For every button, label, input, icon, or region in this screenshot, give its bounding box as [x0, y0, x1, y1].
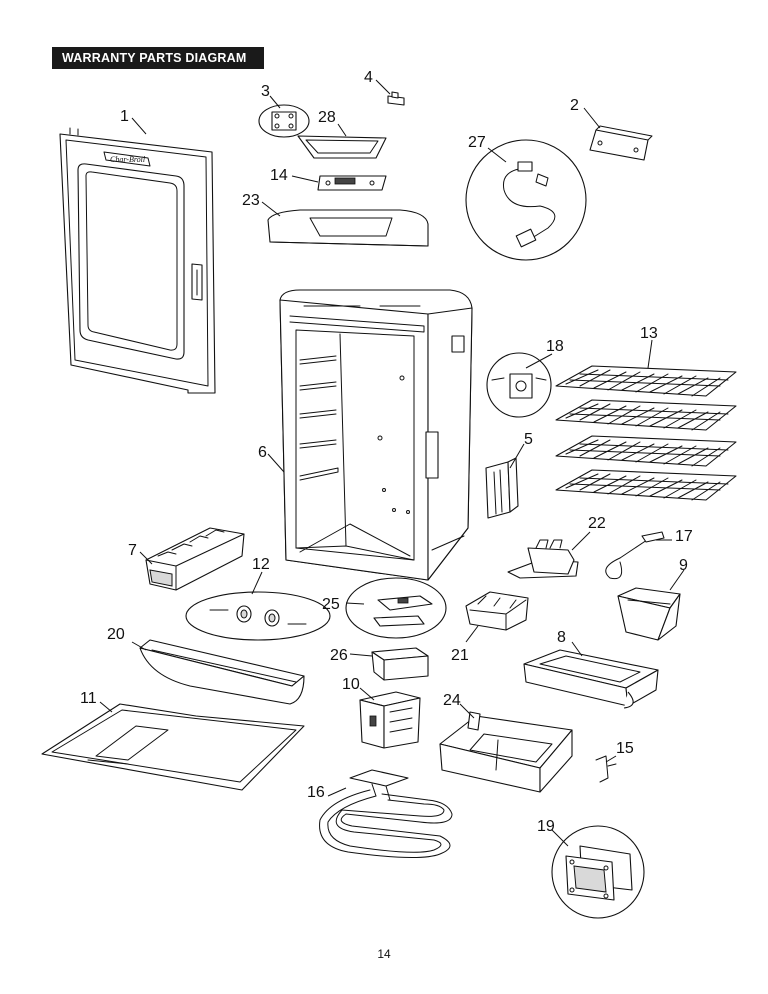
callout-9: 9 [679, 557, 688, 574]
part-15-hook [595, 755, 617, 783]
part-16-heating-element [319, 769, 453, 859]
part-10-element-box [359, 691, 421, 749]
callout-6: 6 [258, 444, 267, 461]
part-28-control-tray [297, 135, 387, 159]
part-22-heat-deflector [507, 539, 579, 579]
part-23-top-cover [267, 209, 429, 247]
callout-22: 22 [588, 515, 606, 532]
part-8-grease-drawer [523, 649, 659, 709]
part-9-water-pan [617, 587, 681, 641]
part-7-wood-chip-tray [145, 527, 245, 591]
part-3-bracket [258, 104, 310, 138]
callout-19: 19 [537, 818, 555, 835]
part-18-switch [486, 352, 552, 418]
part-19-access-panel [551, 825, 645, 919]
part-17-meat-probe [605, 531, 665, 580]
part-20-drip-tray [139, 639, 305, 705]
part-4-clip [387, 91, 405, 106]
callout-5: 5 [524, 431, 533, 448]
door-logo: Char-Broil [110, 155, 146, 164]
part-27-power-cord [465, 139, 587, 261]
callout-25: 25 [322, 596, 340, 613]
callout-leaders [99, 79, 685, 847]
part-11-base-tray [41, 703, 305, 791]
callout-13: 13 [640, 325, 658, 342]
callout-8: 8 [557, 629, 566, 646]
callout-1: 1 [120, 108, 129, 125]
callout-17: 17 [675, 528, 693, 545]
part-12-wheel-kit [185, 591, 331, 641]
callout-23: 23 [242, 192, 260, 209]
callout-3: 3 [261, 83, 270, 100]
part-25-controller-board [345, 577, 447, 639]
callout-14: 14 [270, 167, 288, 184]
callout-28: 28 [318, 109, 336, 126]
part-5-side-bracket [485, 457, 519, 519]
callout-21: 21 [451, 647, 469, 664]
part-26-mounting-bracket [371, 647, 429, 681]
page-number: 14 [377, 947, 391, 961]
callout-27: 27 [468, 134, 486, 151]
part-6-cabinet-body [279, 289, 473, 581]
part-21-heat-shield [465, 591, 529, 631]
diagram-title-banner: WARRANTY PARTS DIAGRAM [52, 47, 264, 69]
part-13-cooking-racks [555, 365, 737, 501]
callout-20: 20 [107, 626, 125, 643]
callout-26: 26 [330, 647, 348, 664]
callout-4: 4 [364, 69, 373, 86]
callout-10: 10 [342, 676, 360, 693]
part-24-base-frame [439, 711, 573, 793]
callout-11: 11 [80, 690, 97, 707]
callout-numbers: 1 2 3 4 5 6 7 8 9 10 11 12 13 14 15 16 1… [80, 69, 693, 835]
callout-12: 12 [252, 556, 270, 573]
callout-24: 24 [443, 692, 461, 709]
callout-2: 2 [570, 97, 579, 114]
part-2-plate [589, 125, 653, 161]
part-14-control-panel [317, 175, 387, 191]
callout-16: 16 [307, 784, 325, 801]
callout-18: 18 [546, 338, 564, 355]
callout-7: 7 [128, 542, 137, 559]
callout-15: 15 [616, 740, 634, 757]
part-1-door: Char-Broil [59, 127, 216, 394]
